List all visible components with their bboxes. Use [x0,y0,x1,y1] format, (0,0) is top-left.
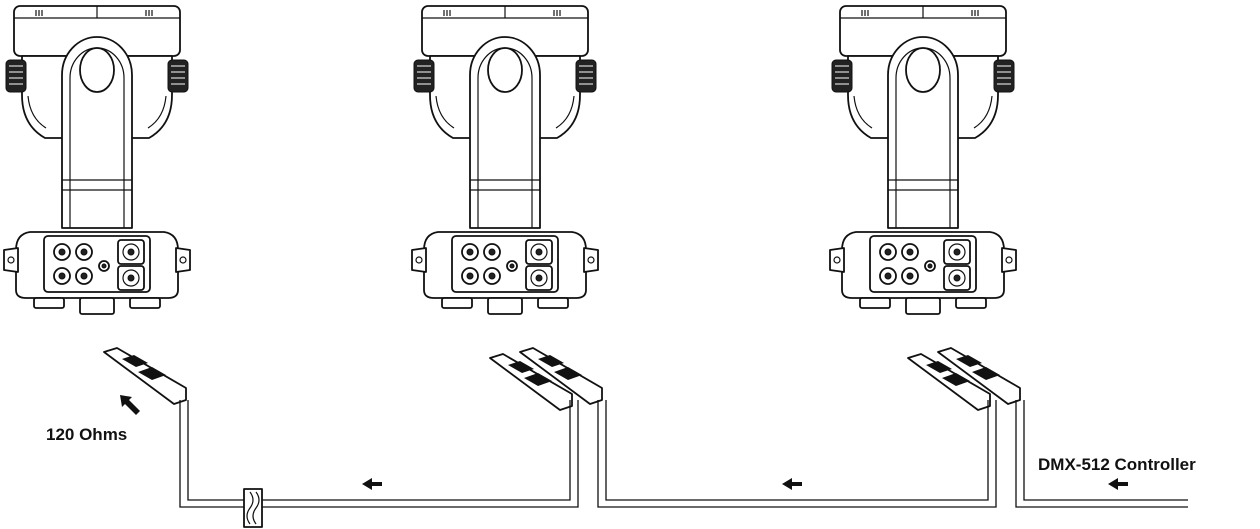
dmx-cable-1 [179,400,579,508]
cable-splice-icon [243,488,263,528]
signal-arrow-3-icon [1108,478,1128,490]
terminator-label: 120 Ohms [46,425,127,444]
fixture-3-icon [829,5,1017,315]
arrow-up-left-icon [120,395,140,415]
fixture-2-icon [411,5,599,315]
fixture-1-icon [3,5,191,315]
terminator-plug-icon [103,347,187,405]
dmx-cable-2 [597,400,997,508]
signal-arrow-2-icon [782,478,802,490]
controller-label: DMX-512 Controller [1038,455,1196,474]
signal-arrow-1-icon [362,478,382,490]
dmx-cable-controller [1015,400,1188,508]
